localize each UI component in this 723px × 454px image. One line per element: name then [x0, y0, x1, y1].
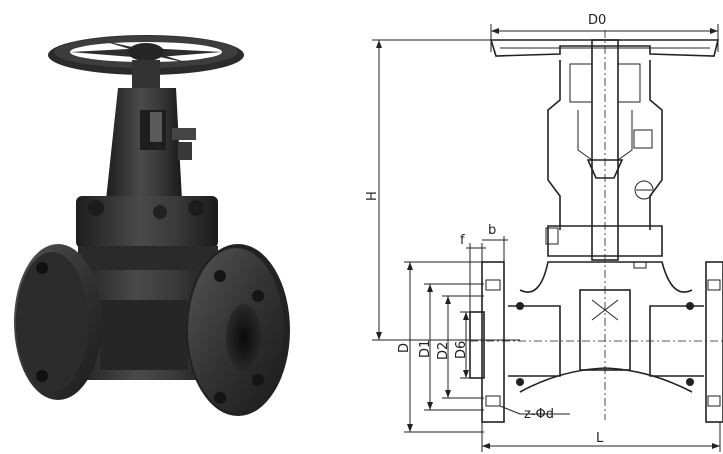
valve-body: [70, 270, 220, 380]
right-flange: [186, 244, 290, 416]
left-flange-section: [469, 261, 505, 423]
callout-bolts: z-Φd: [499, 405, 570, 422]
gate-valve-section-drawing: D0 H: [365, 13, 723, 452]
dimension-h: H: [365, 39, 520, 341]
label-bolts: z-Φd: [524, 407, 554, 422]
dimension-l: L: [481, 422, 721, 452]
label-h: H: [365, 191, 380, 201]
label-b: b: [488, 223, 496, 238]
gate-valve-photo: [14, 35, 290, 416]
dimension-d0: D0: [490, 13, 719, 52]
handwheel-section: [489, 39, 720, 57]
right-flange-section: [705, 261, 723, 423]
label-d6: D6: [454, 341, 469, 359]
label-f: f: [460, 233, 465, 248]
dimension-diameters: D D1 D2 D6: [397, 261, 484, 433]
stem-yoke-section: [547, 30, 663, 420]
dimension-f-b: f b: [460, 223, 508, 312]
label-d1: D1: [418, 340, 433, 358]
body-section: [470, 261, 723, 393]
yoke: [106, 60, 196, 200]
label-d: D: [397, 343, 412, 353]
label-l: L: [596, 431, 604, 446]
label-d0: D0: [588, 13, 606, 28]
label-d2: D2: [436, 342, 451, 360]
bonnet: [76, 196, 218, 270]
left-flange: [14, 244, 102, 400]
handwheel: [48, 35, 244, 75]
